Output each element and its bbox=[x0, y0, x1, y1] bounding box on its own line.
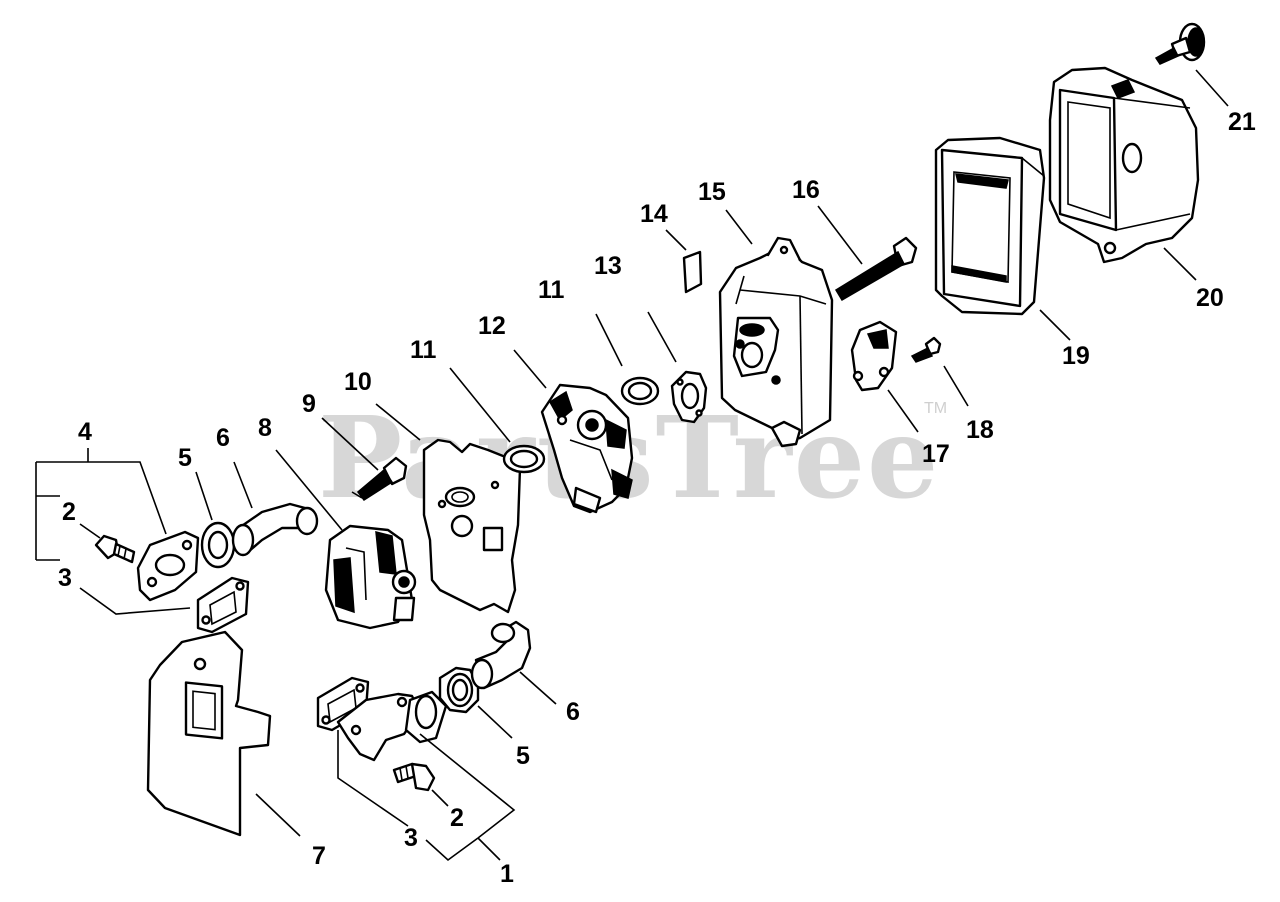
callout-13: 13 bbox=[594, 252, 622, 280]
callout-21: 21 bbox=[1228, 108, 1256, 136]
callout-9: 9 bbox=[302, 390, 316, 418]
part-2-bolt-right bbox=[392, 762, 436, 792]
callout-12: 12 bbox=[478, 312, 506, 340]
callout-5-right: 5 bbox=[516, 742, 530, 770]
callout-6-right: 6 bbox=[566, 698, 580, 726]
callout-11-lower: 11 bbox=[410, 336, 437, 364]
callout-11-upper: 11 bbox=[538, 276, 565, 304]
part-13-gasket bbox=[670, 370, 708, 424]
callout-15: 15 bbox=[698, 178, 726, 206]
part-5-spacer-left bbox=[200, 521, 236, 569]
callout-17: 17 bbox=[922, 440, 950, 468]
watermark-tm: TM bbox=[924, 400, 947, 417]
part-18-small-screw bbox=[910, 336, 942, 363]
callout-14: 14 bbox=[640, 200, 668, 228]
part-14-small-plate bbox=[682, 250, 703, 294]
part-11-gasket-upper bbox=[620, 376, 660, 406]
callout-19: 19 bbox=[1062, 342, 1090, 370]
part-8-carburetor-housing bbox=[324, 524, 417, 630]
callout-7: 7 bbox=[312, 842, 326, 870]
part-9-screw bbox=[351, 456, 408, 502]
callout-2-left: 2 bbox=[62, 498, 76, 526]
callout-10: 10 bbox=[344, 368, 372, 396]
part-6-elbow-right bbox=[470, 620, 532, 690]
part-20-air-cleaner-cover bbox=[1048, 66, 1200, 264]
callout-8: 8 bbox=[258, 414, 272, 442]
part-12-carburetor bbox=[540, 383, 634, 514]
part-16-long-screw bbox=[834, 236, 918, 302]
callout-1: 1 bbox=[500, 860, 514, 888]
callout-4: 4 bbox=[78, 418, 92, 446]
part-4-intake-flange-left bbox=[136, 530, 200, 602]
part-5-spacer-right bbox=[438, 666, 480, 714]
callout-20: 20 bbox=[1196, 284, 1224, 312]
part-6-elbow-left bbox=[231, 502, 319, 557]
callout-18: 18 bbox=[966, 416, 994, 444]
callout-2-right: 2 bbox=[450, 804, 464, 832]
part-11-gasket-lower bbox=[502, 444, 546, 474]
part-3-gasket-left bbox=[196, 576, 250, 634]
callout-16: 16 bbox=[792, 176, 820, 204]
callout-labels: 4 2 3 5 6 8 9 10 11 12 11 13 14 15 16 17… bbox=[58, 108, 1256, 888]
part-7-heat-shield-gasket bbox=[146, 630, 272, 837]
part-1-flange-right bbox=[336, 690, 448, 762]
part-10-gasket-plate bbox=[422, 438, 522, 614]
callout-3-right: 3 bbox=[404, 824, 418, 852]
callout-3-left: 3 bbox=[58, 564, 72, 592]
leader-lines bbox=[35, 69, 1229, 862]
part-19-air-filter bbox=[934, 136, 1046, 316]
part-17-clip bbox=[850, 320, 898, 392]
part-2-bolt-left bbox=[94, 534, 136, 564]
part-15-air-cleaner-base bbox=[718, 236, 834, 448]
part-21-knob-screw bbox=[1154, 22, 1206, 65]
callout-5-left: 5 bbox=[178, 444, 192, 472]
callout-6-left: 6 bbox=[216, 424, 230, 452]
